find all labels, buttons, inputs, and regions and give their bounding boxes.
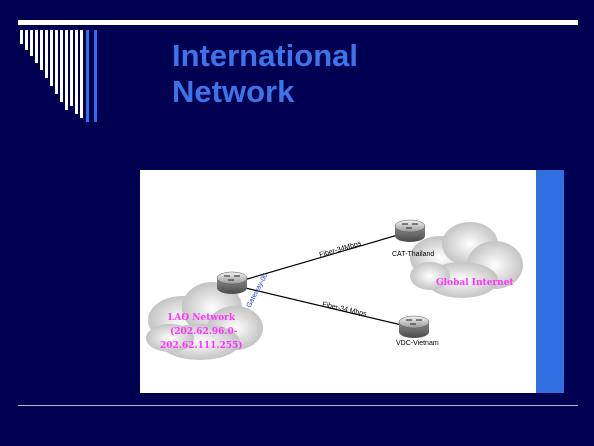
link-label-vietnam: Fiber-34 Mbps: [322, 301, 368, 318]
global-internet-cloud-icon: [410, 222, 523, 298]
lao-cloud-icon: [146, 282, 263, 360]
link-thailand: [236, 231, 409, 283]
lao-network-range-end: 202.62.111.255): [160, 340, 243, 351]
title-line-2: Network: [172, 74, 295, 109]
link-vietnam: [236, 285, 411, 328]
gateway-label: Gateway-00: [246, 272, 270, 309]
thailand-label: CAT-Thailand: [392, 251, 434, 258]
vietnam-router-icon: [398, 315, 430, 338]
network-diagram: Fiber-34Mbps Fiber-34 Mbps CAT-Thailand …: [140, 170, 536, 393]
thailand-router-icon: [394, 219, 426, 242]
bottom-rule: [18, 405, 578, 406]
lao-network-label: LAO Network: [168, 313, 236, 323]
gateway-router-icon: [216, 271, 248, 294]
diagram-side-strip: [536, 170, 564, 393]
title-line-1: International: [172, 38, 359, 73]
global-internet-label: Global Internet: [436, 278, 514, 288]
top-rule: [18, 20, 578, 25]
vietnam-label: VDC-Vietnam: [396, 340, 439, 347]
link-label-thailand: Fiber-34Mbps: [319, 240, 363, 259]
lao-network-range-start: (202.62.96.0-: [170, 326, 238, 337]
slide-title: International Network: [172, 38, 358, 110]
